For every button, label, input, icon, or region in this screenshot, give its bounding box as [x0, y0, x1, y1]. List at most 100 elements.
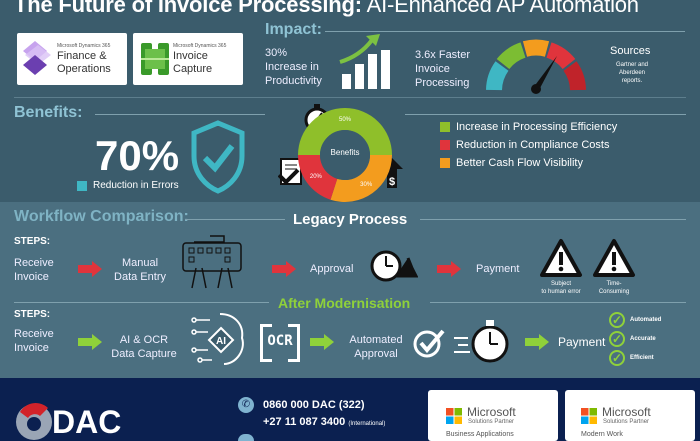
sources-text: Gartner and [615, 62, 649, 68]
phone-international[interactable]: +27 11 087 3400 [263, 416, 346, 428]
step-label: Approval [310, 263, 354, 275]
green-arrow-icon [78, 334, 102, 350]
product-name: Invoice [173, 50, 208, 62]
sources-text: Aberdeen [618, 70, 646, 76]
legend-swatch [440, 158, 450, 168]
microsoft-logo-icon [581, 408, 597, 424]
dac-logo-mark-icon [16, 403, 52, 440]
green-arrow-icon [525, 334, 549, 350]
green-check-icon: ✓ [609, 350, 625, 366]
product-card-finance: Microsoft Dynamics 365 Finance &Operatio… [17, 33, 127, 85]
speed-gauge-icon [486, 39, 586, 94]
sources-title: Sources [610, 45, 651, 57]
modern-title: After Modernisation [278, 295, 411, 311]
partner-area: Business Applications [446, 431, 514, 438]
partner-brand: Microsoft [467, 405, 516, 419]
stat-label: Productivity [265, 75, 322, 87]
step-label: Automated [349, 334, 403, 346]
fast-stopwatch-icon [454, 320, 509, 363]
donut-slice-label: 20% [310, 174, 323, 180]
legend-item: Better Cash Flow Visibility [440, 157, 617, 169]
step-label: AI & OCR [119, 334, 169, 346]
donut-slice [298, 108, 392, 155]
divider [430, 302, 686, 303]
divider [14, 97, 686, 98]
divider [325, 31, 685, 32]
warning-caption: Consuming [598, 289, 630, 295]
divider [420, 219, 686, 220]
warning-caption: to human error [541, 289, 581, 295]
partner-area: Modern Work [581, 431, 623, 438]
svg-text:$: $ [389, 176, 395, 188]
green-check-icon: ✓ [609, 312, 625, 328]
warning-icon [540, 239, 582, 277]
legend-swatch [440, 122, 450, 132]
legend-label: Better Cash Flow Visibility [456, 157, 583, 169]
workflow-heading: Workflow Comparison: [14, 208, 189, 225]
step-label: Receive [14, 257, 54, 269]
divider [405, 114, 686, 115]
donut-center-label: Benefits [330, 148, 360, 157]
dac-logo-text: DAC [52, 404, 122, 440]
divider [14, 302, 269, 303]
donut-slice-label: 50% [339, 117, 352, 123]
errors-label: Reduction in Errors [93, 180, 179, 191]
step-label: Invoice [14, 342, 49, 354]
step-label: Receive [14, 328, 54, 340]
snail-clock-icon [370, 250, 418, 282]
benefit-check-item: ✓ Efficient [609, 350, 661, 366]
partner-sub: Solutions Partner [603, 419, 650, 425]
warning-caption: Subject [550, 281, 571, 287]
red-arrow-icon [78, 261, 102, 277]
approved-check-icon [413, 329, 445, 358]
check-label: Efficient [630, 355, 654, 361]
benefit-check-item: ✓ Automated [609, 312, 661, 328]
partner-badge-modern-work: Microsoft Solutions Partner Modern Work [565, 390, 695, 441]
page-title: The Future of Invoice Processing: AI-Enh… [14, 0, 639, 18]
stat-value: 3.6x Faster [415, 49, 471, 61]
title-rest: AI-Enhanced AP Automation [361, 0, 639, 17]
errors-stat: 70% [95, 132, 180, 179]
stat-value: 30% [265, 47, 288, 59]
benefit-check-item: ✓ Accurate [609, 331, 661, 347]
red-arrow-icon [272, 261, 296, 277]
step-label: Payment [558, 335, 606, 349]
ai-label: AI [216, 336, 226, 347]
step-label: Manual [121, 257, 159, 269]
phone-local[interactable]: 0860 000 DAC (322) [263, 399, 365, 411]
growth-chart-icon [339, 34, 390, 89]
product-name: Finance & [57, 50, 107, 62]
workflow-section [0, 202, 700, 378]
benefits-heading: Benefits: [14, 104, 83, 121]
partner-badge-business-apps: Microsoft Solutions Partner Business App… [428, 390, 558, 441]
donut-slice-label: 30% [360, 182, 373, 188]
ai-brain-icon: AI [191, 313, 244, 365]
warning-icon [593, 239, 635, 277]
product-name: Capture [173, 63, 213, 75]
check-label: Accurate [630, 336, 656, 342]
phone-icon: ✆ [238, 397, 254, 413]
steps-label: STEPS: [14, 309, 51, 320]
phone-note: (International) [348, 421, 386, 427]
stat-label: Processing [415, 77, 470, 89]
check-label: Automated [630, 317, 662, 323]
stat-label: Increase in [265, 61, 319, 73]
legend-swatch [440, 140, 450, 150]
benefits-donut-chart: 50% 30% 20% [298, 108, 392, 202]
partner-sub: Solutions Partner [468, 419, 515, 425]
divider [185, 219, 285, 220]
impact-heading: Impact: [265, 21, 322, 38]
invoice-capture-logo-icon [141, 43, 169, 75]
contact-icon [238, 434, 254, 441]
warning-caption: Time- [606, 281, 622, 287]
shield-check-icon [191, 120, 245, 194]
ocr-label: OCR [267, 333, 293, 349]
legend-item: Increase in Processing Efficiency [440, 121, 617, 133]
green-check-icon: ✓ [609, 331, 625, 347]
keyboard-typing-icon [182, 235, 242, 289]
legend-label: Reduction in Compliance Costs [456, 139, 610, 151]
microsoft-logo-icon [446, 408, 462, 424]
step-label: Invoice [14, 271, 49, 283]
donut-hole [320, 130, 370, 180]
